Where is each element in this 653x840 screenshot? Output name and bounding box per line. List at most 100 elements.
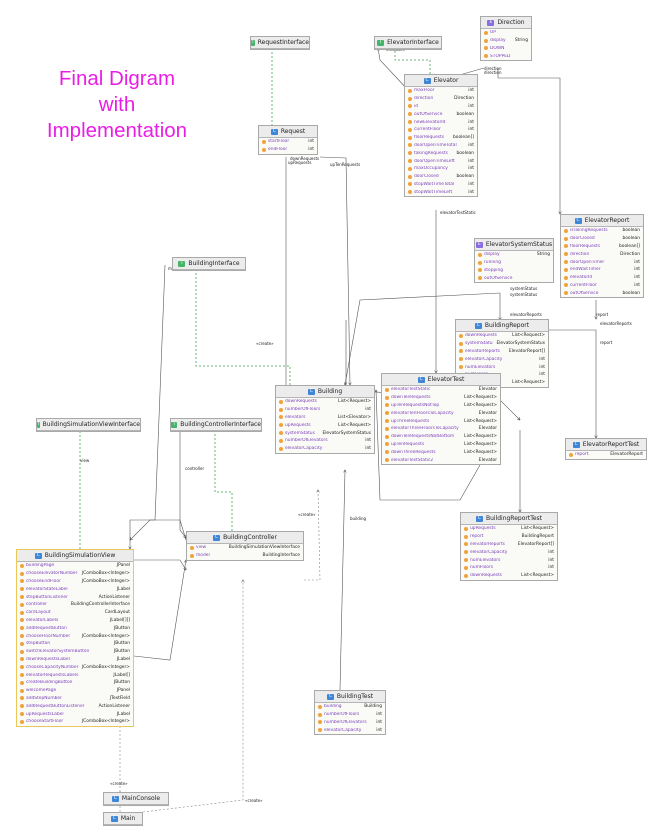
field-type: Direction xyxy=(454,96,474,102)
field-icon xyxy=(385,403,389,408)
field-name: maxOccupancy xyxy=(414,166,448,172)
edge-label: controller xyxy=(185,466,204,471)
field-name: isTakingRequests xyxy=(570,228,608,234)
field-name: switchElevatorSystemButton xyxy=(26,649,90,655)
field-name: elevatorRequestsLabels xyxy=(26,672,79,678)
field-icon xyxy=(279,423,283,428)
field-name: id xyxy=(414,103,419,109)
field-icon xyxy=(464,534,468,539)
class-name: BuildingTest xyxy=(336,693,374,700)
field-icon xyxy=(385,419,389,424)
field-type: int xyxy=(468,127,474,133)
field-icon xyxy=(20,587,24,592)
field-row: stopping xyxy=(475,267,553,275)
diagram-title: Final Digram with Implementation xyxy=(32,66,202,144)
edge-label: «create» xyxy=(256,341,274,346)
field-type: Elevator xyxy=(478,410,497,416)
association-edge xyxy=(130,519,187,540)
class-name: Request xyxy=(280,128,306,135)
association-edge xyxy=(179,429,186,538)
field-icon xyxy=(564,228,568,233)
field-type: int xyxy=(308,147,314,153)
class-name: Elevator xyxy=(433,77,459,84)
field-name: cardLayout xyxy=(26,610,51,616)
field-icon xyxy=(564,260,568,265)
field-type: Direction xyxy=(620,251,640,257)
field-name: chooseElevatorNumber xyxy=(26,571,78,577)
field-name: elevatorThreeFloorsToCapacity xyxy=(391,426,459,432)
field-name: createBuildingButton xyxy=(26,680,73,686)
edge-label: report xyxy=(600,340,613,345)
class-icon: C xyxy=(34,552,42,559)
field-name: welcomePage xyxy=(26,688,57,694)
field-type: BuildingReport xyxy=(521,534,554,540)
field-type: JComboBox<Integer> xyxy=(81,633,130,639)
field-icon xyxy=(478,268,482,273)
field-name: addRequestButton xyxy=(26,625,67,631)
field-name: numFloors xyxy=(470,565,494,571)
field-name: downTenRequests xyxy=(391,395,431,401)
field-name: display xyxy=(484,252,500,258)
field-name: takingRequests xyxy=(414,150,448,156)
field-icon xyxy=(408,88,412,93)
field-type: JButton xyxy=(113,641,130,647)
field-icon xyxy=(478,260,482,265)
field-name: downTenRequestsNotBottom xyxy=(391,434,455,440)
field-type: List<Request> xyxy=(464,395,497,401)
field-name: elevatorTestStatic xyxy=(391,387,431,393)
field-name: view xyxy=(196,545,207,551)
field-type: int xyxy=(468,158,474,164)
field-icon xyxy=(279,415,283,420)
field-type: BuildingInterface xyxy=(262,553,300,559)
field-type: int xyxy=(468,103,474,109)
field-type: Elevator xyxy=(478,387,497,393)
field-type: boolean[] xyxy=(453,135,474,141)
field-name: elevatorCapacity xyxy=(324,727,362,733)
edge-label: elevatorTestStatic xyxy=(440,210,476,215)
field-type: JComboBox<Integer> xyxy=(81,578,130,584)
field-icon xyxy=(279,438,283,443)
field-name: UP xyxy=(490,30,496,36)
field-name: newElevatorId xyxy=(414,119,446,125)
association-edge xyxy=(319,156,350,385)
field-type: JTextField xyxy=(109,695,130,701)
field-icon xyxy=(20,595,24,600)
field-name: elevatorCapacity xyxy=(285,446,323,452)
edge-label: elevatorReports xyxy=(510,312,542,317)
field-type: boolean xyxy=(456,150,474,156)
field-type: int xyxy=(548,549,554,555)
